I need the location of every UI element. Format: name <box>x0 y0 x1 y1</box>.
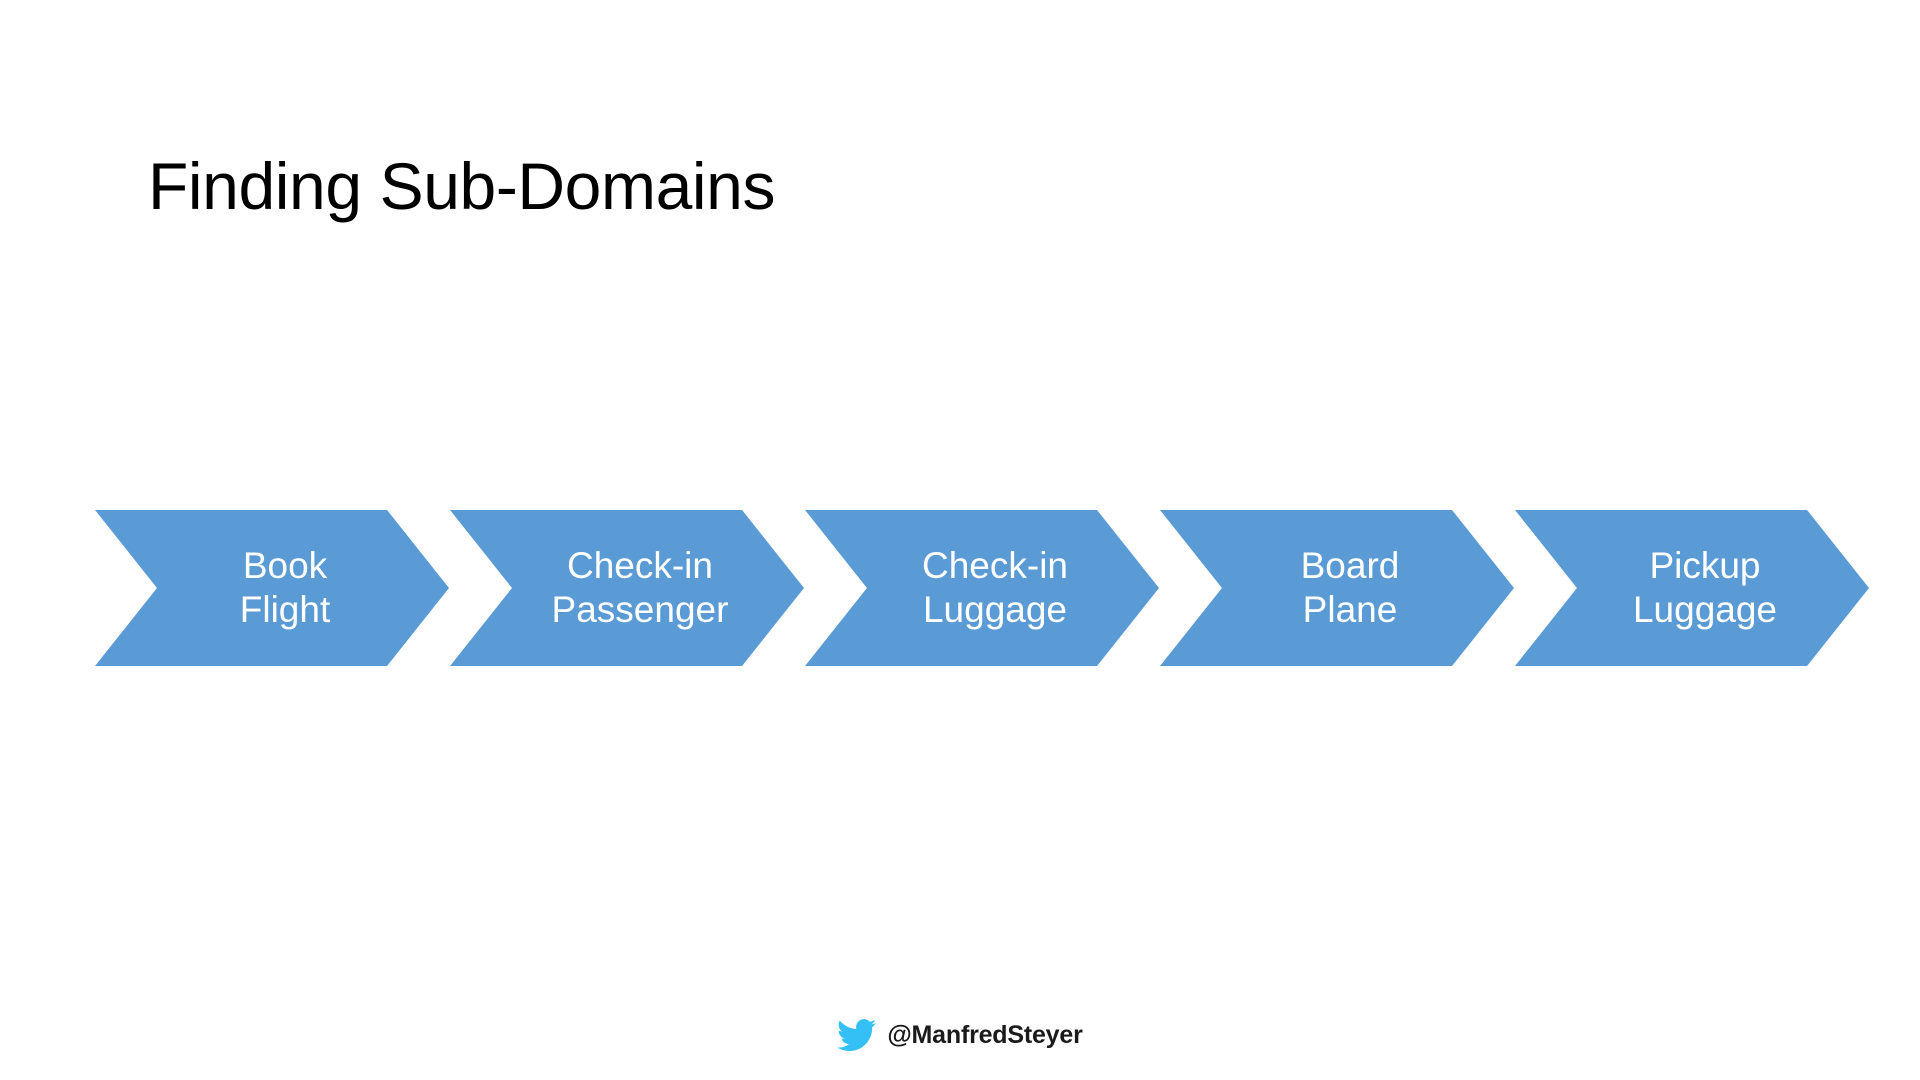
page-title: Finding Sub-Domains <box>148 149 776 224</box>
process-step-pickup-luggage[interactable]: Pickup Luggage <box>1515 510 1869 666</box>
twitter-handle: @ManfredSteyer <box>887 1020 1083 1049</box>
process-step-board-plane[interactable]: Board Plane <box>1160 510 1514 666</box>
footer-credit: @ManfredSteyer <box>0 1018 1920 1052</box>
process-step-label: Book Flight <box>239 545 331 630</box>
process-step-book-flight[interactable]: Book Flight <box>95 510 449 666</box>
twitter-bird-icon <box>837 1019 877 1051</box>
process-step-label: Pickup Luggage <box>1632 545 1778 630</box>
process-step-label: Board Plane <box>1300 545 1400 630</box>
process-step-check-in-passenger[interactable]: Check-in Passenger <box>450 510 804 666</box>
process-step-label: Check-in Passenger <box>551 545 729 630</box>
process-step-label: Check-in Luggage <box>922 545 1068 630</box>
process-chevron-band: Book Flight Check-in Passenger Check-in … <box>95 510 1885 666</box>
process-step-check-in-luggage[interactable]: Check-in Luggage <box>805 510 1159 666</box>
